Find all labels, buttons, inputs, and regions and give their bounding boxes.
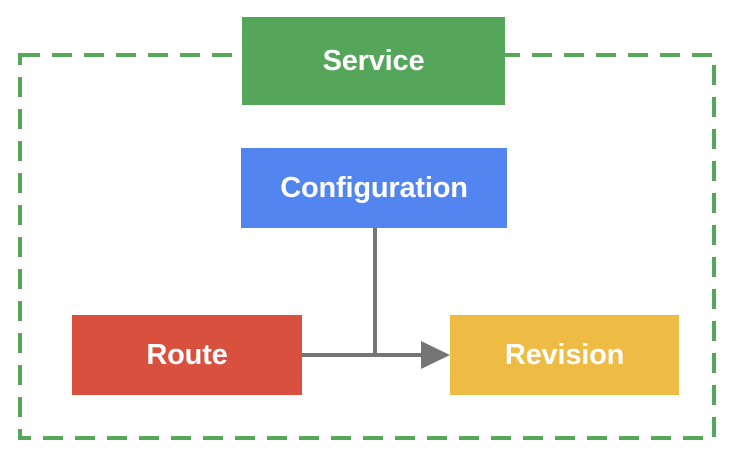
- node-route[interactable]: Route: [72, 315, 302, 395]
- node-revision-label: Revision: [504, 338, 625, 371]
- node-configuration-label: Configuration: [280, 171, 468, 204]
- service-boundary-rect: [18, 53, 716, 440]
- node-route-label: Route: [146, 338, 228, 371]
- node-revision[interactable]: Revision: [450, 315, 679, 395]
- node-service-label: Service: [322, 44, 425, 77]
- arrowhead-icon: [421, 341, 450, 369]
- node-service[interactable]: Service: [242, 17, 505, 105]
- node-configuration[interactable]: Configuration: [241, 148, 507, 228]
